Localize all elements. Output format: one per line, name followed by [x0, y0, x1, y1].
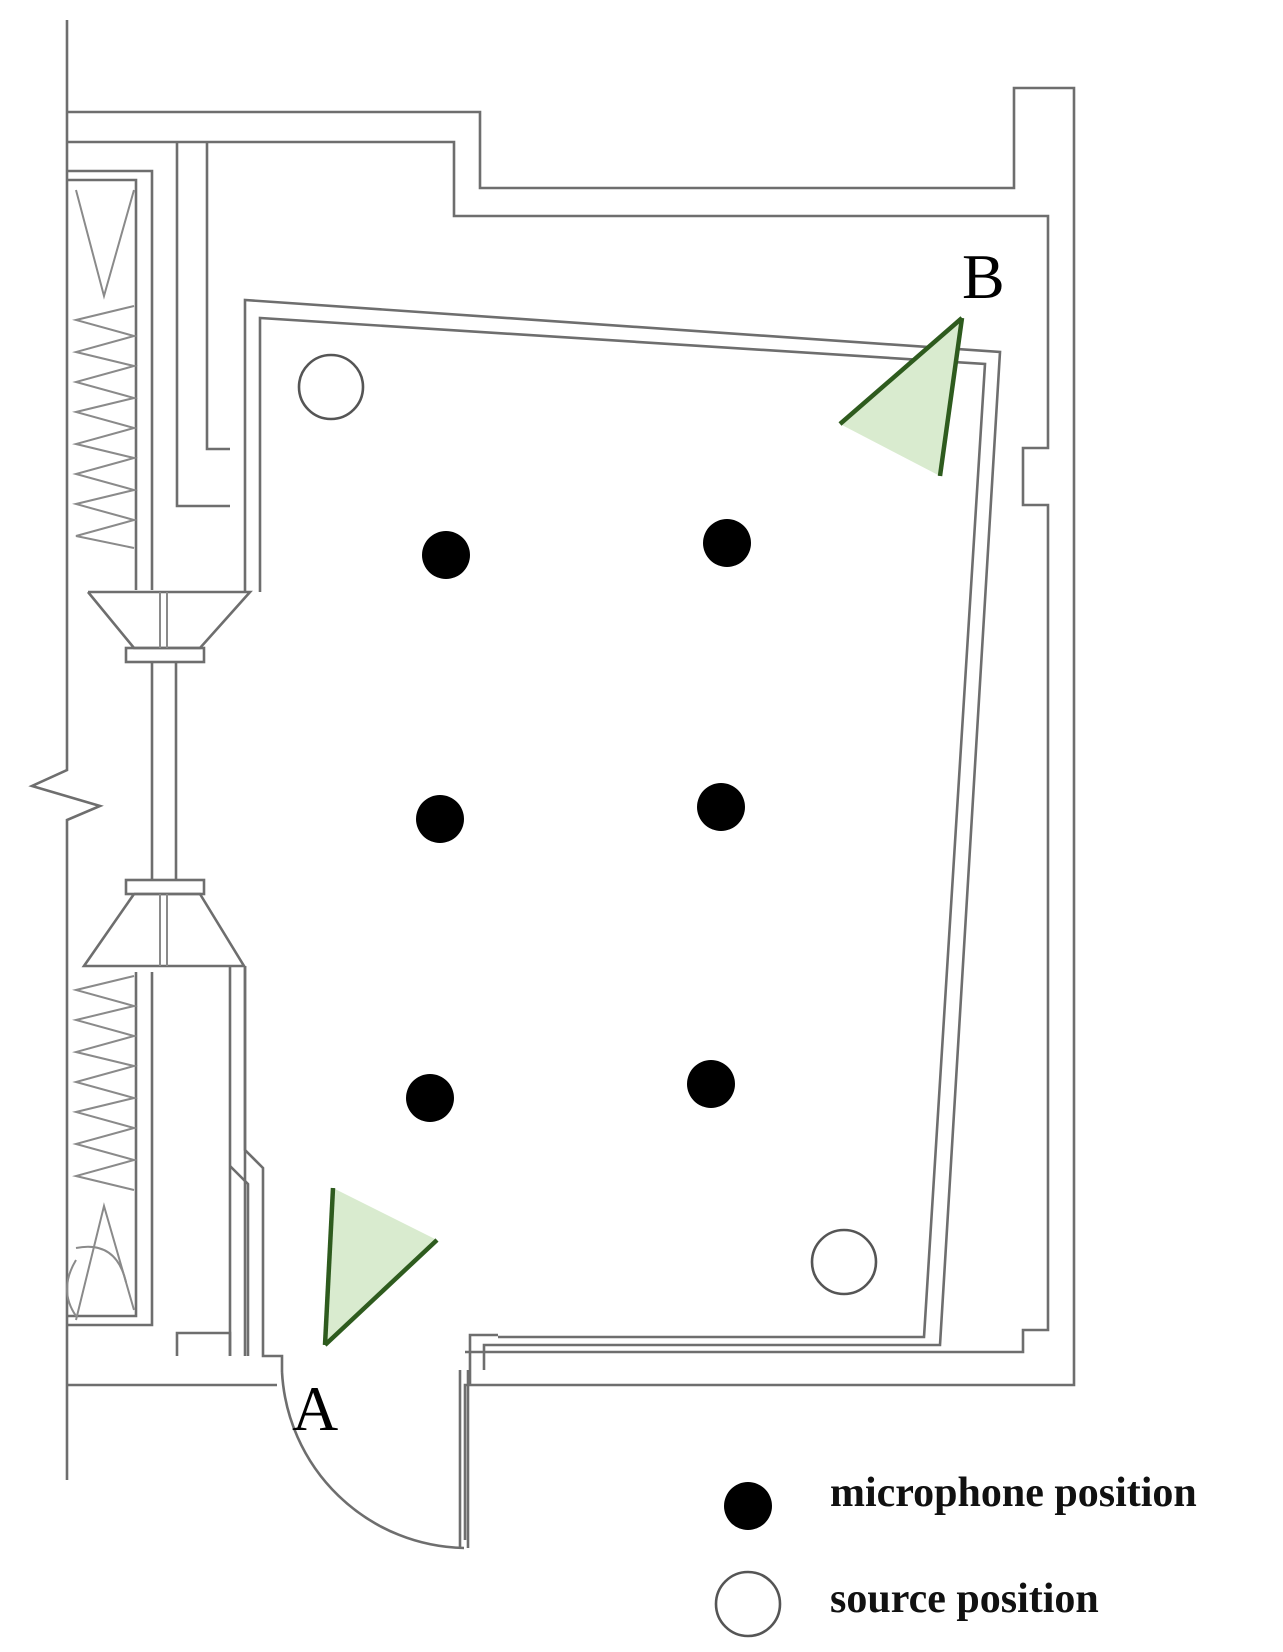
outer-walls	[67, 86, 1076, 1540]
legend-source-label: source position	[830, 1576, 1099, 1622]
microphone-position-marker	[422, 531, 470, 579]
legend-microphone-label: microphone position	[830, 1470, 1197, 1516]
speaker-a-front-edge	[322, 1187, 336, 1346]
exterior-left-wall	[28, 20, 104, 1480]
room-walls	[228, 298, 1002, 1385]
left-partitions	[67, 142, 232, 1356]
speaker-b-label: B	[962, 241, 1005, 312]
microphone-position-marker	[416, 795, 464, 843]
speaker-b-front-edge	[937, 317, 965, 477]
speaker-a-label: A	[292, 1373, 338, 1444]
microphone-position-marker	[697, 783, 745, 831]
window-assembly	[81, 590, 253, 968]
left-wall-diffusers	[66, 189, 138, 1321]
speaker-b-triangle	[840, 318, 962, 476]
microphone-positions	[406, 519, 751, 1122]
speaker-b-side-edge	[838, 316, 964, 426]
speaker-a-side-edge	[323, 1238, 439, 1347]
microphone-position-marker	[687, 1060, 735, 1108]
microphone-position-marker	[703, 519, 751, 567]
legend: microphone position source position	[714, 1470, 1197, 1638]
source-position-marker	[297, 353, 365, 421]
legend-source-icon	[714, 1570, 782, 1638]
door	[280, 1370, 470, 1550]
speaker-a-triangle	[325, 1188, 437, 1345]
speaker-a	[322, 1187, 439, 1347]
microphone-position-marker	[406, 1074, 454, 1122]
speaker-b	[838, 316, 965, 477]
source-positions	[297, 353, 878, 1296]
legend-microphone-icon	[724, 1482, 772, 1530]
source-position-marker	[810, 1228, 878, 1296]
